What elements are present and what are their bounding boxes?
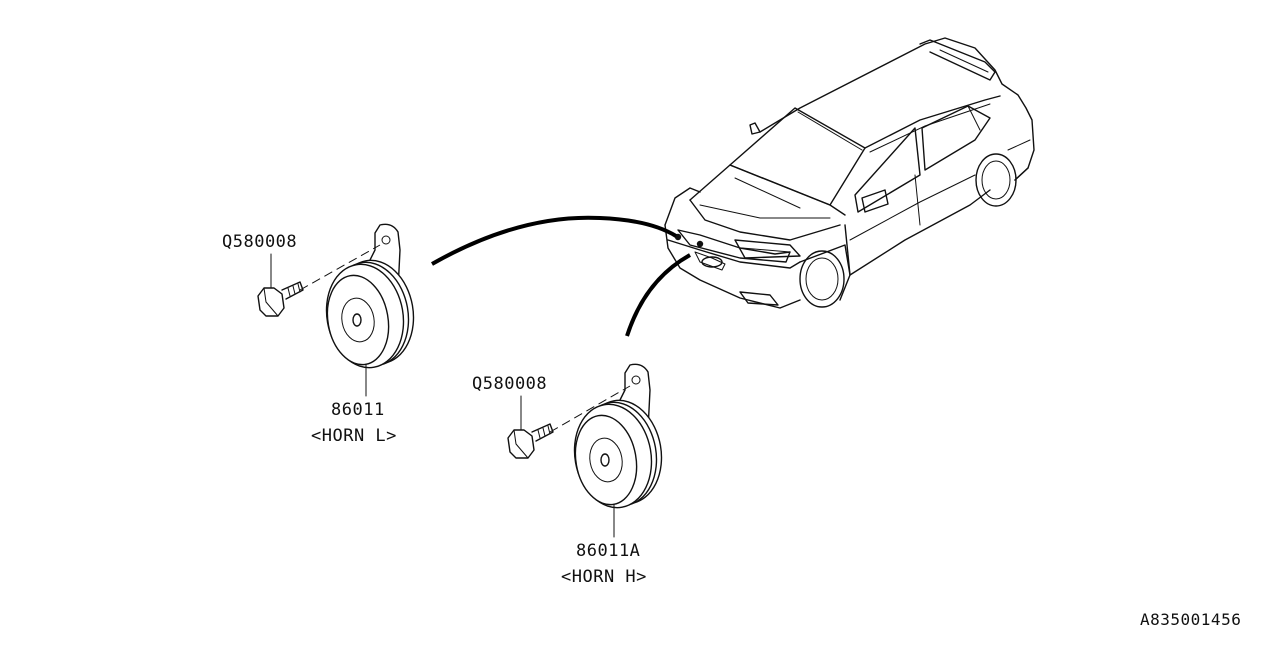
part-number-bolt-right: Q580008 [472,374,548,394]
part-number-bolt-left: Q580008 [222,232,298,252]
horn-right-illustration [507,363,663,538]
figure-code: A835001456 [1140,610,1242,629]
horn-left-illustration [257,223,415,397]
part-description-horn-left: <HORN L> [311,426,397,446]
car-illustration [664,37,1035,309]
part-number-horn-right: 86011A [576,541,641,561]
part-description-horn-right: <HORN H> [561,567,647,587]
leader-wires [431,215,691,337]
part-number-horn-left: 86011 [331,400,385,420]
